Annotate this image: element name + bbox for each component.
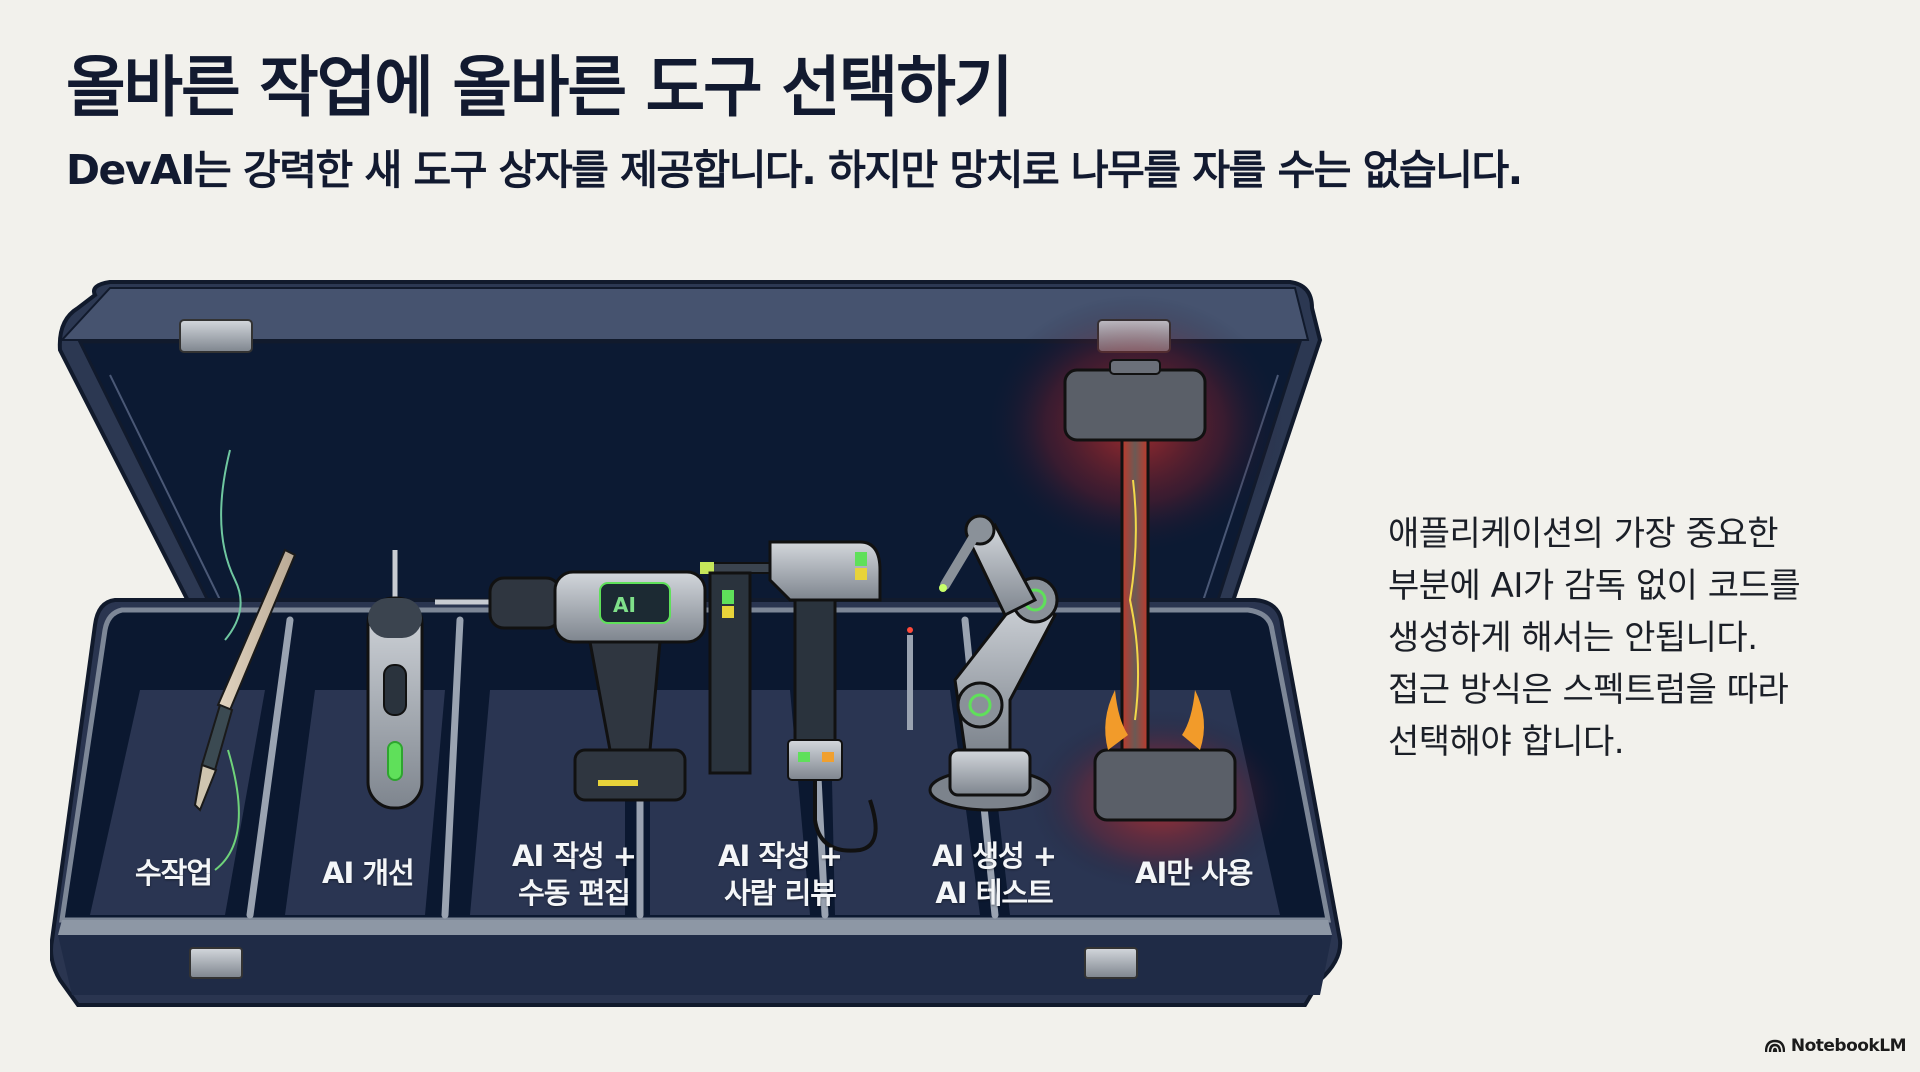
side-note-line: 부분에 AI가 감독 없이 코드를 bbox=[1388, 566, 1801, 606]
compartment-label-ai-generate-ai-test: AI 생성 + AI 테스트 bbox=[932, 839, 1057, 910]
drill-ai-badge: AI bbox=[613, 593, 636, 617]
latch-icon bbox=[1084, 947, 1138, 979]
slide-title: 올바른 작업에 올바른 도구 선택하기 bbox=[66, 49, 1013, 126]
side-note-line: 생성하게 해서는 안됩니다. bbox=[1388, 618, 1758, 658]
compartment-label-ai-write-manual-edit: AI 작성 + 수동 편집 bbox=[512, 839, 637, 910]
compartment-label-ai-write-human-review: AI 작성 + 사람 리뷰 bbox=[718, 839, 843, 910]
electric-screwdriver-icon bbox=[366, 550, 424, 810]
notebooklm-branding: NotebookLM bbox=[1764, 1036, 1907, 1056]
side-note-line: 선택해야 합니다. bbox=[1388, 722, 1625, 762]
nail-gun-icon bbox=[700, 540, 882, 853]
notebooklm-logo-icon bbox=[1764, 1039, 1785, 1053]
sledgehammer-icon bbox=[985, 295, 1290, 890]
toolbox-illustration: AI bbox=[50, 280, 1350, 1010]
slide-subtitle: DevAI는 강력한 새 도구 상자를 제공합니다. 하지만 망치로 나무를 자… bbox=[66, 146, 1523, 194]
fountain-pen-icon bbox=[193, 449, 297, 871]
brand-label: NotebookLM bbox=[1790, 1036, 1907, 1056]
compartment-label-ai-only: AI만 사용 bbox=[1135, 856, 1253, 890]
power-drill-icon: AI bbox=[435, 570, 707, 802]
latch-icon bbox=[179, 319, 253, 353]
compartment-label-ai-improve: AI 개선 bbox=[322, 856, 415, 890]
latch-icon bbox=[189, 947, 243, 979]
side-note-line: 애플리케이션의 가장 중요한 bbox=[1388, 514, 1778, 554]
side-note: 애플리케이션의 가장 중요한 부분에 AI가 감독 없이 코드를 생성하게 해서… bbox=[1388, 508, 1888, 768]
side-note-line: 접근 방식은 스펙트럼을 따라 bbox=[1388, 670, 1789, 710]
robotic-arm-icon bbox=[907, 514, 1059, 812]
compartment-label-manual: 수작업 bbox=[135, 856, 213, 890]
